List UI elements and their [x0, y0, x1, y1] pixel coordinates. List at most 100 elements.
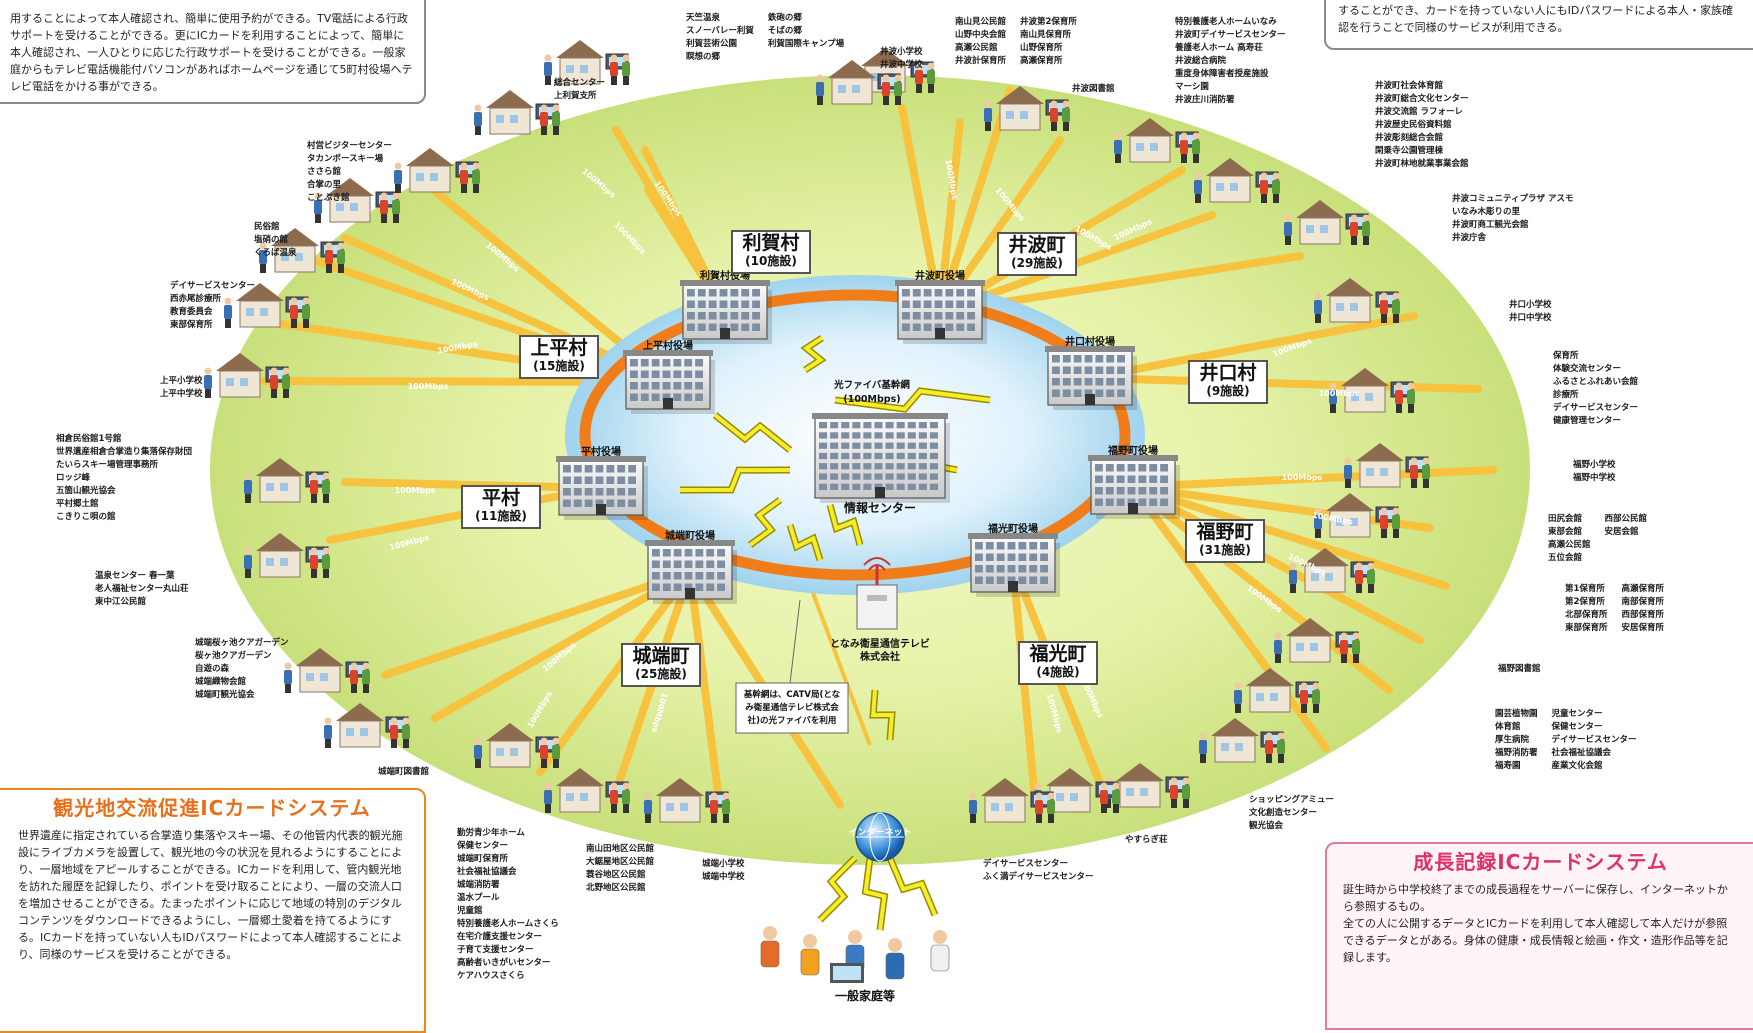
facility-name: 自遊の森 [195, 664, 230, 674]
link-speed-label: 100Mbps [1319, 389, 1360, 398]
facility-illustration [816, 60, 902, 105]
facility-name: 産業文化会館 [1551, 761, 1603, 771]
facility-name: 井波町総合文化センター [1375, 94, 1469, 104]
facility-name: 城端町観光協会 [195, 690, 255, 700]
facility-name: ショッピングアミュー [1249, 795, 1334, 805]
catv-note-box [735, 682, 849, 734]
facility-count: (29施設) [1011, 256, 1063, 270]
facility-name: 五箇山観光協会 [56, 486, 116, 496]
facility-list: 民俗館塩硝の館くろば温泉 [254, 221, 311, 260]
facility-name: 井波彫刻総合会館 [1375, 133, 1444, 143]
facility-list: 特別養護老人ホームいなみ井波町デイサービスセンター養護老人ホーム 高寿荘井波総合… [1175, 16, 1300, 107]
facility-illustration [324, 703, 410, 748]
facility-name: 井波第2保育所 [1020, 17, 1077, 27]
info-box-text: することができ、カードを持っていない人にもIDパスワードによる本人・家族確認を行… [1338, 4, 1734, 34]
facility-name: そばの郷 [767, 26, 802, 36]
facility-name: 安居会館 [1604, 527, 1639, 537]
facility-name: 温水プール [457, 893, 500, 903]
growth-record-title: 成長記録ICカードシステム [1413, 850, 1668, 874]
facility-name: 保健センター [1551, 722, 1603, 732]
facility-column: 井口小学校井口中学校 [1509, 299, 1552, 325]
facility-name: 在宅介護支援センター [457, 932, 543, 942]
facility-column: 高瀬保育所南部保育所西部保育所安居保育所 [1622, 583, 1665, 635]
information-center-building [812, 413, 950, 503]
facility-name: 文化創造センター [1249, 808, 1318, 818]
facility-illustration [984, 86, 1070, 131]
facility-illustration [284, 648, 370, 693]
info-box-id-password: することができ、カードを持っていない人にもIDパスワードによる本人・家族確認を行… [1324, 0, 1753, 50]
fiber-link [898, 104, 944, 316]
facility-illustration [1274, 618, 1360, 663]
facility-name: やすらぎ荘 [1125, 835, 1168, 845]
facility-list: ショッピングアミュー文化創造センター観光協会 [1249, 794, 1348, 833]
facility-illustration [1289, 548, 1375, 593]
facility-illustration [394, 148, 480, 193]
facility-name: タカンボースキー場 [307, 154, 384, 164]
facility-name: 相倉民俗館1号館 [56, 434, 122, 444]
facility-name: 井波中学校 [880, 60, 923, 70]
facility-name: 特別養護老人ホームさくら [457, 919, 559, 929]
facility-name: 城端桜ヶ池クアガーデン [195, 638, 289, 648]
facility-list: 南山見公民館山野中央会館高瀬公民館井波計保育所井波第2保育所南山見保育所山野保育… [955, 16, 1091, 68]
catv-note-text: 基幹網は、CATV局(とな [743, 689, 841, 700]
facility-illustration [1329, 368, 1415, 413]
facility-list: やすらぎ荘 [1125, 834, 1182, 847]
facility-column: 保育所体験交流センターふるさとふれあい会館診療所デイサービスセンター健康管理セン… [1553, 350, 1638, 428]
facility-name: 上平中学校 [160, 389, 203, 399]
facility-name: 勤労青少年ホーム [457, 828, 525, 838]
facility-list: 上平小学校上平中学校 [160, 375, 217, 401]
facility-list: 南山田地区公民館大鋸屋地区公民館蓑谷地区公民館北野地区公民館 [586, 843, 668, 895]
facility-name: 高齢者いきがいセンター [457, 958, 551, 968]
municipality-name: 福野町 [1196, 521, 1254, 543]
facility-list: 温泉センター 春一葉老人福祉センター丸山荘東中江公民館 [95, 570, 203, 609]
facility-count: (11施設) [475, 509, 527, 523]
facility-name: 大鋸屋地区公民館 [586, 857, 655, 867]
facility-list: 相倉民俗館1号館世界遺産相倉合掌造り集落保存財団たいらスキー場管理事務所ロッジ峰… [56, 433, 206, 524]
facility-illustration [1234, 668, 1320, 713]
facility-name: 平村郷土館 [56, 499, 99, 509]
municipality-label: 城端町(25施設) [621, 643, 701, 687]
facility-name: ふるさとふれあい会館 [1553, 377, 1639, 387]
town-office-label: 福光町役場 [987, 522, 1038, 535]
facility-name: 井波交流館 ラフォーレ [1375, 107, 1463, 117]
facility-name: 社会福祉協議会 [457, 867, 517, 877]
facility-name: 温泉センター 春一葉 [95, 571, 175, 581]
facility-list: 井波小学校井波中学校 [880, 46, 937, 72]
town-office-building [895, 280, 987, 344]
facility-illustration [244, 533, 330, 578]
facility-name: 園芸植物園 [1495, 709, 1538, 719]
municipality-name: 平村 [481, 487, 520, 509]
facility-column: 井波小学校井波中学校 [880, 46, 923, 72]
town-office-building [556, 456, 648, 520]
facility-list: 井波町社会体育館井波町総合文化センター井波交流館 ラフォーレ井波歴史民俗資料館井… [1375, 80, 1483, 171]
facility-column: 村営ビジターセンタータカンボースキー場ささら館合掌の里ことぶき館 [307, 140, 392, 205]
facility-name: 南山見保育所 [1020, 30, 1072, 40]
wireless-link [803, 336, 824, 372]
facility-name: 児童センター [1551, 709, 1603, 719]
town-office-label: 平村役場 [581, 445, 621, 458]
facility-name: 上平小学校 [160, 376, 203, 386]
tourism-ic-card-text: 世界遺産に指定されている合掌造り集落やスキー場、その他管内代表的観光施設にライブ… [18, 829, 403, 961]
facility-name: 第1保育所 [1565, 584, 1605, 594]
facility-column: デイサービスセンター西赤尾診療所教育委員会東部保育所 [170, 280, 255, 332]
facility-name: 城端消防署 [457, 880, 500, 890]
facility-name: 井波庄川消防署 [1175, 95, 1235, 105]
facility-name: スノーバレー利賀 [686, 26, 754, 36]
facility-name: 世界遺産相倉合掌造り集落保存財団 [56, 447, 193, 457]
facility-name: 城端中学校 [702, 872, 745, 882]
facility-name: 井波歴史民俗資料館 [1375, 120, 1452, 130]
facility-name: 井波庁舎 [1452, 233, 1487, 243]
facility-illustration [224, 283, 310, 328]
facility-name: 養護老人ホーム 高寿荘 [1175, 43, 1263, 53]
facility-name: 利賀芸術公園 [686, 39, 738, 49]
town-office-label: 井口村役場 [1065, 335, 1115, 348]
facility-illustration [544, 768, 630, 813]
wireless-link [863, 857, 887, 931]
link-speed-label: 100Mbps [1282, 473, 1323, 482]
facility-count: (25施設) [635, 667, 687, 681]
fiber-link [1129, 466, 1497, 491]
municipality-label: 井口村(9施設) [1188, 360, 1268, 404]
facility-name: 井波図書館 [1072, 84, 1115, 94]
facility-name: 教育委員会 [170, 307, 213, 317]
facility-column: 上平小学校上平中学校 [160, 375, 203, 401]
